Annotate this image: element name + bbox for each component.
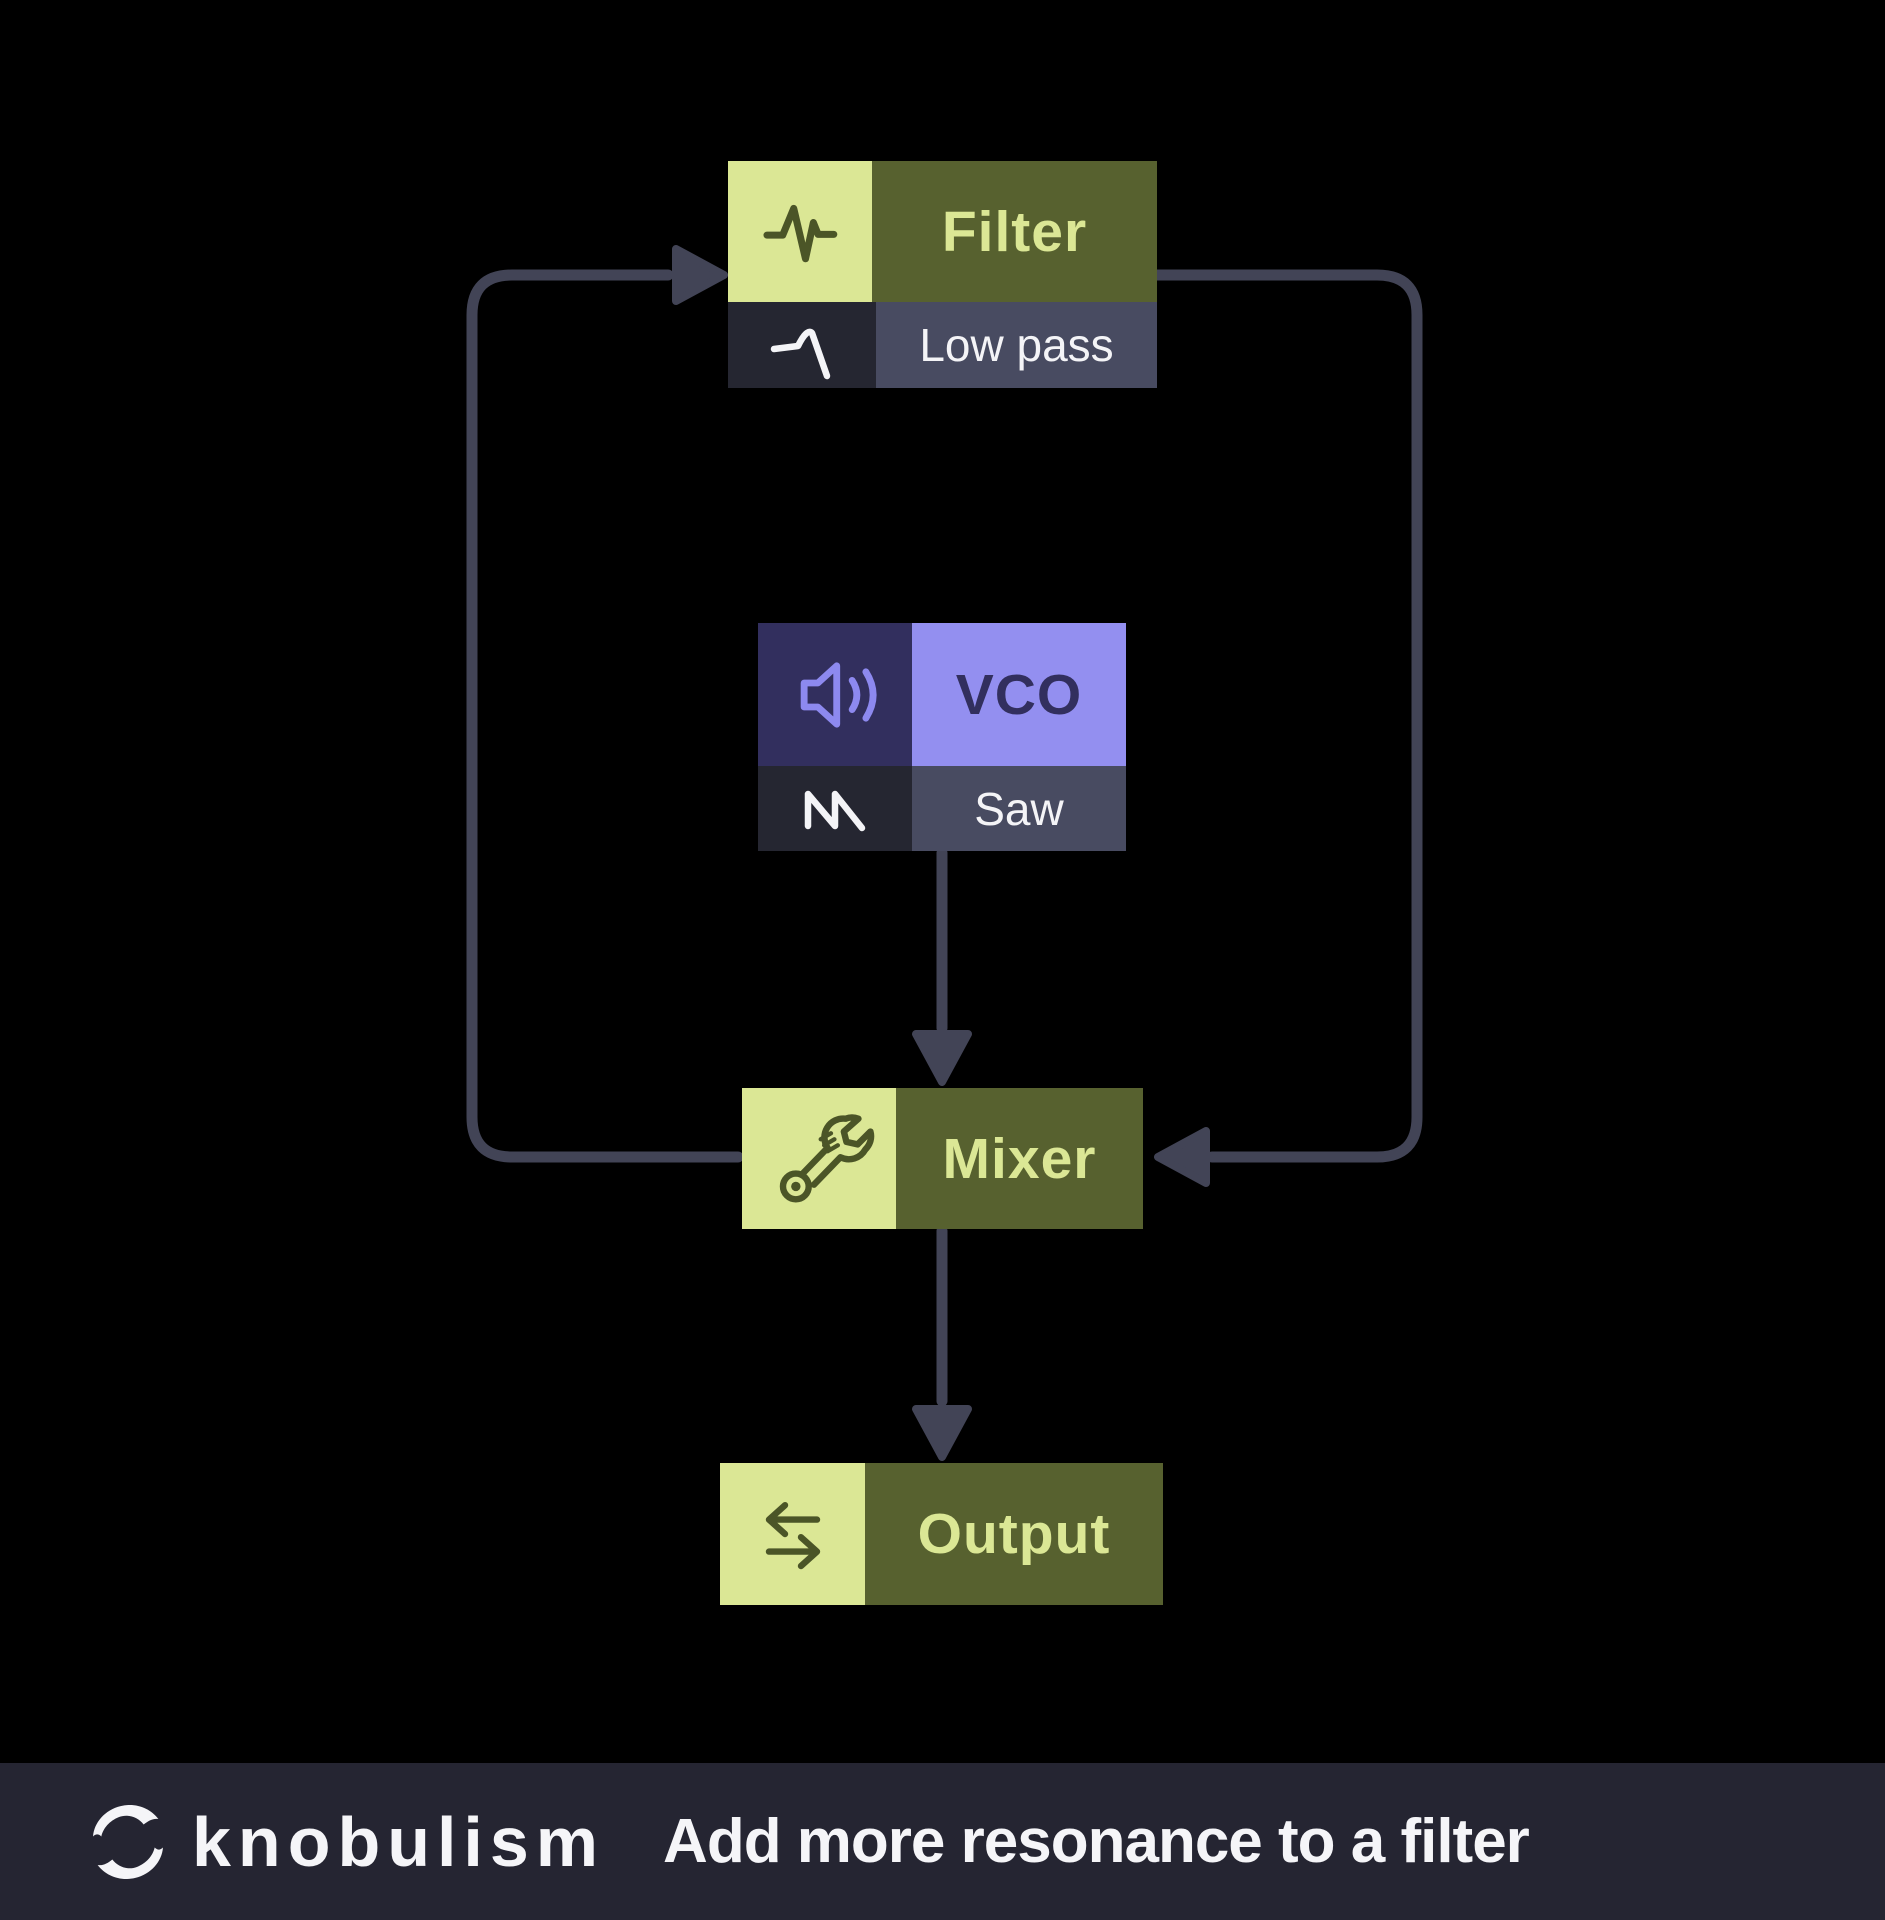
transfer-arrows-icon <box>720 1463 865 1605</box>
node-title: Mixer <box>942 1126 1097 1191</box>
tagline: Add more resonance to a filter <box>663 1807 1530 1876</box>
vco-node: VCO Saw <box>758 623 1126 851</box>
speaker-icon <box>758 623 912 766</box>
filter-node: Filter Low pass <box>728 161 1157 388</box>
node-title: Output <box>917 1502 1111 1566</box>
wrench-icon <box>742 1088 896 1229</box>
node-title: VCO <box>955 662 1083 727</box>
knob-logo-icon <box>93 1804 163 1879</box>
mixer-title-cell: Mixer <box>896 1088 1143 1229</box>
brand-name: knobulism <box>192 1802 606 1881</box>
activity-pulse-icon <box>728 161 872 302</box>
arrowhead-into-mixer-right <box>1154 1127 1210 1187</box>
lowpass-curve-icon <box>728 302 876 388</box>
node-title: Filter <box>941 199 1088 264</box>
footer-bar: knobulism Add more resonance to a filter <box>0 1763 1885 1920</box>
arrowhead-into-mixer-top <box>912 1030 972 1086</box>
wire-mixer-to-filter <box>466 269 744 1163</box>
node-subtitle: Low pass <box>919 319 1114 371</box>
output-title-cell: Output <box>865 1463 1163 1605</box>
output-node: Output <box>720 1463 1163 1605</box>
filter-title-cell: Filter <box>872 161 1157 302</box>
arrowhead-into-output <box>912 1405 972 1461</box>
arrowhead-into-filter <box>672 245 728 305</box>
saw-wave-icon <box>758 766 912 851</box>
node-subtitle: Saw <box>974 782 1064 835</box>
vco-wave-cell: Saw <box>912 766 1126 851</box>
mixer-node: Mixer <box>742 1088 1143 1229</box>
vco-title-cell: VCO <box>912 623 1126 766</box>
filter-mode-cell: Low pass <box>876 302 1157 388</box>
wire-filter-to-mixer <box>1151 269 1423 1163</box>
